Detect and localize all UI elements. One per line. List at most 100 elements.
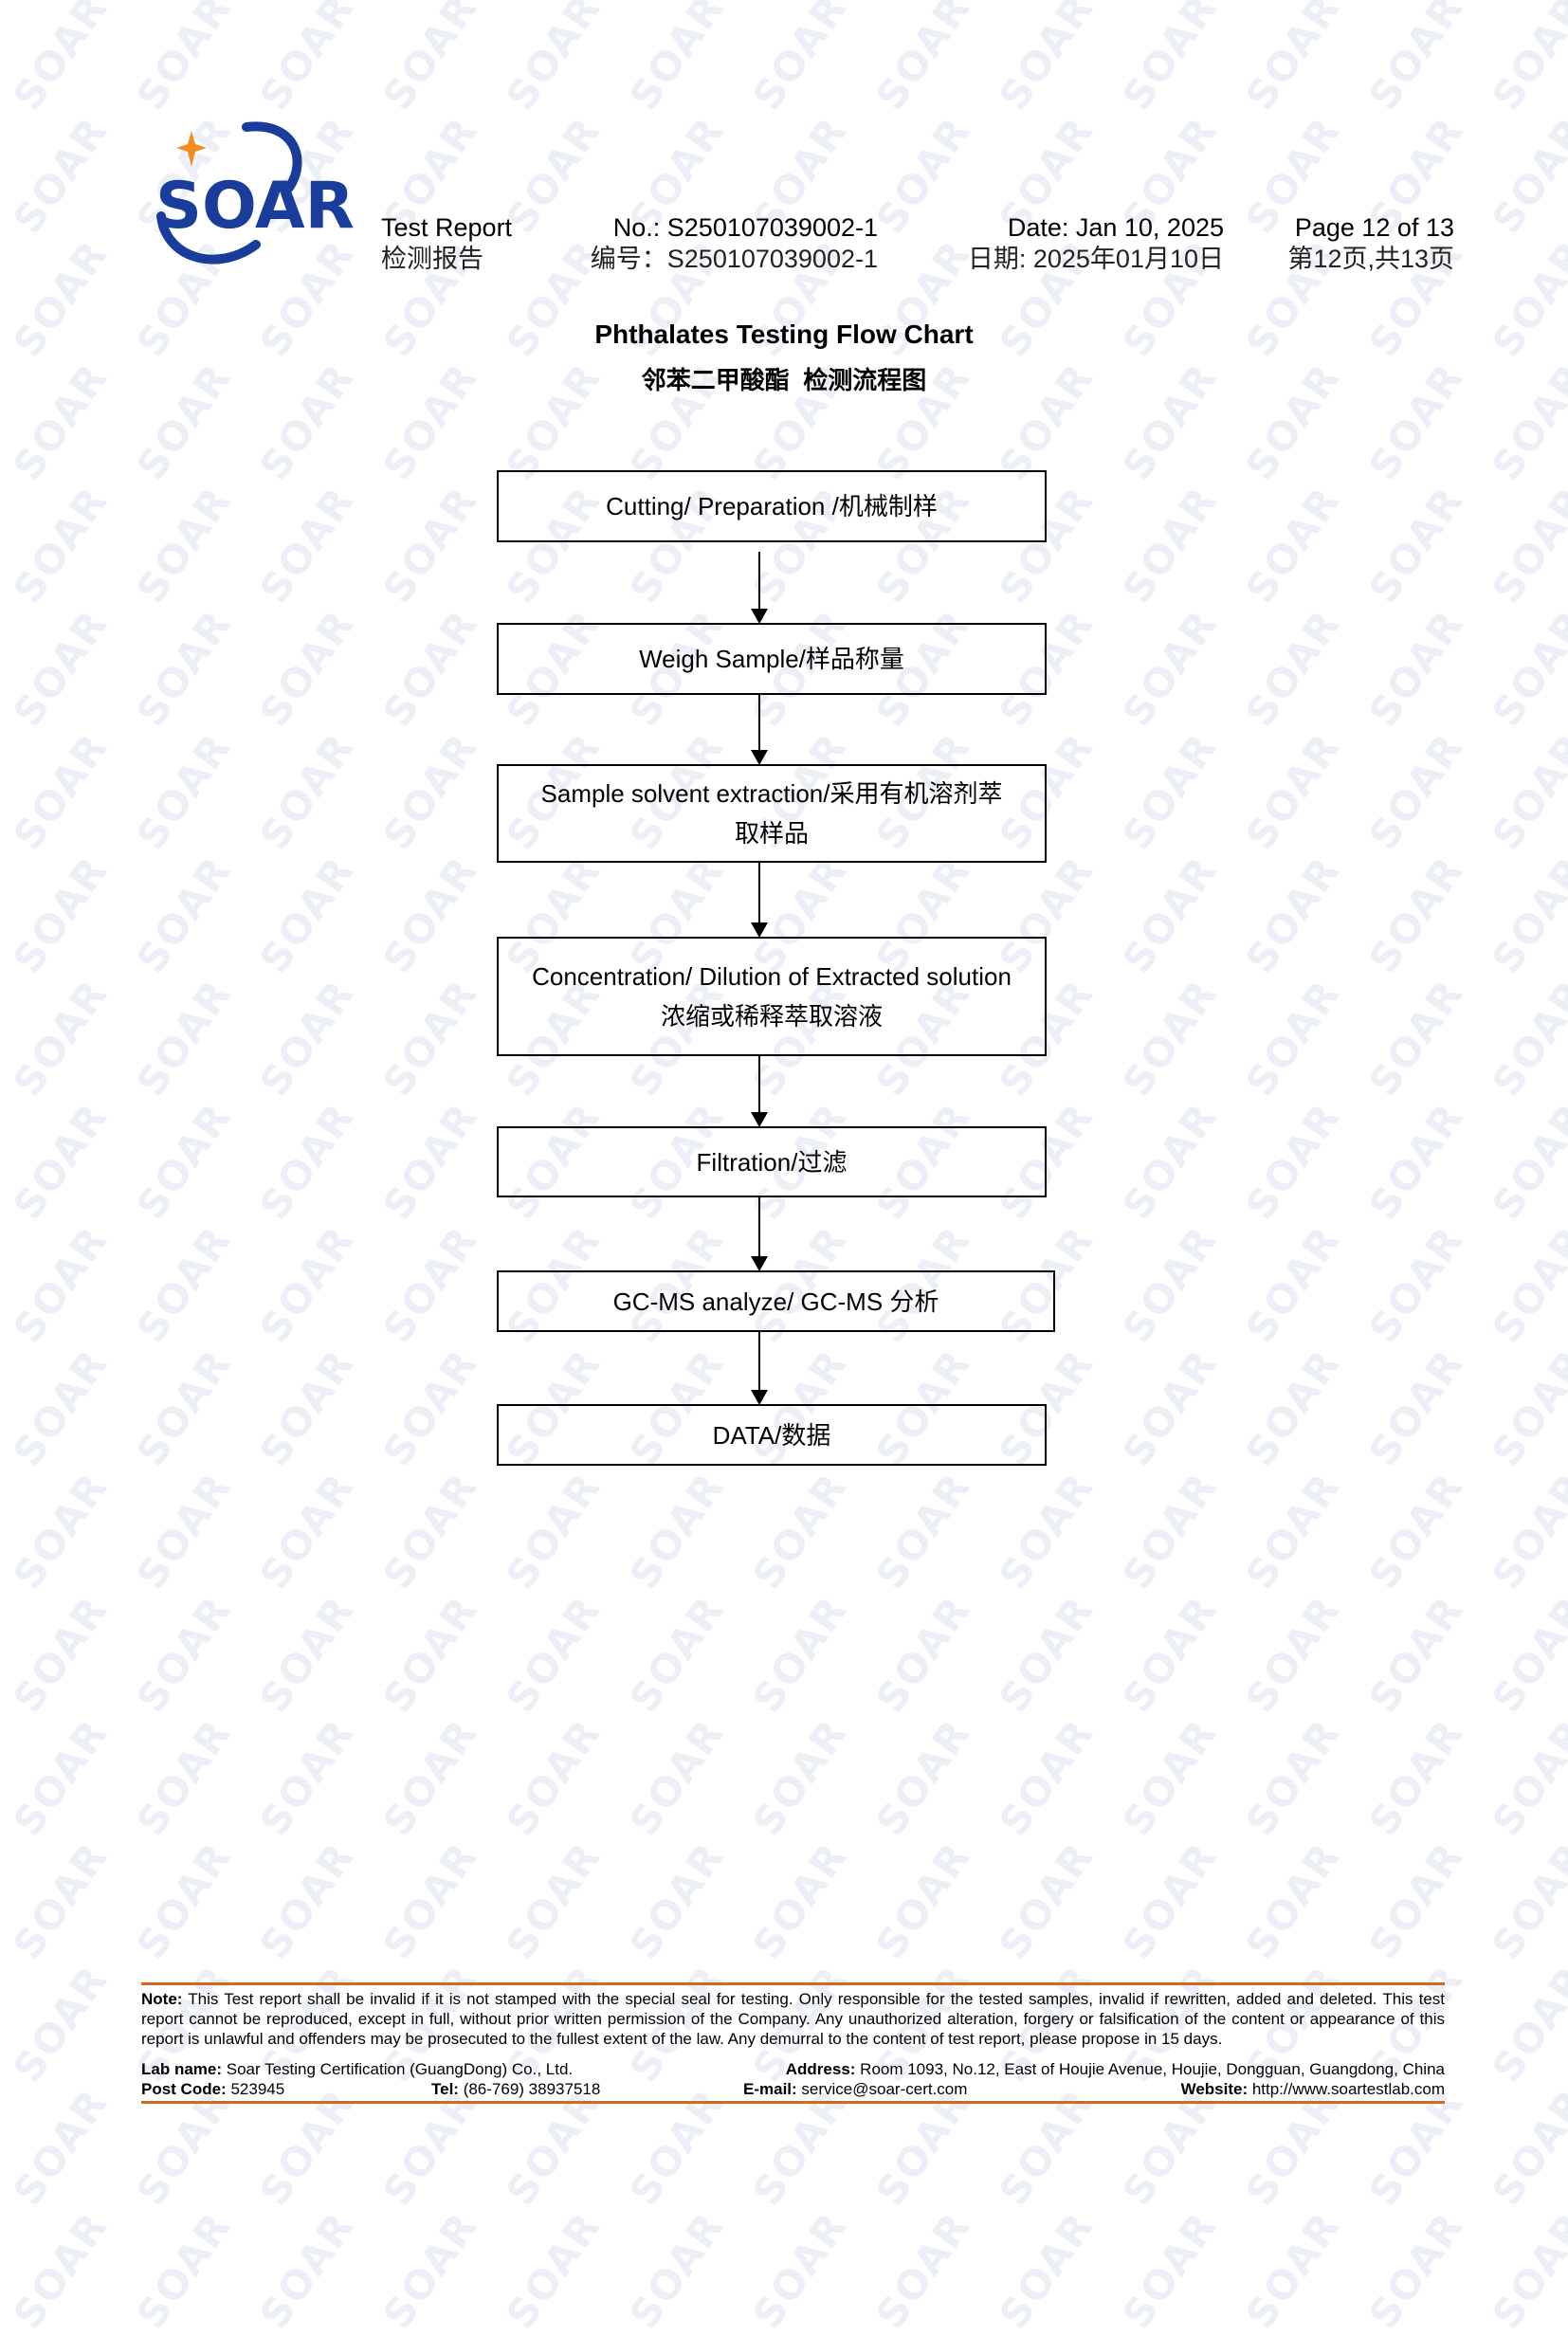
watermark-text: SOAR <box>1359 1217 1473 1351</box>
watermark-text: SOAR <box>127 1834 241 1967</box>
watermark-text: SOAR <box>990 0 1103 119</box>
watermark-text: SOAR <box>990 2203 1103 2337</box>
watermark-text: SOAR <box>866 1587 980 1721</box>
watermark-text: SOAR <box>4 1464 118 1598</box>
watermark-text: SOAR <box>620 1587 734 1721</box>
watermark-text: SOAR <box>127 1341 241 1474</box>
watermark-text: SOAR <box>127 1217 241 1351</box>
watermark-text: SOAR <box>1359 1710 1473 1844</box>
watermark-text: SOAR <box>374 971 487 1105</box>
watermark-text: SOAR <box>1113 0 1227 119</box>
report-date-en: Date: Jan 10, 2025 <box>1007 213 1224 242</box>
watermark-text: SOAR <box>127 971 241 1105</box>
footer-tel: Tel: (86-769) 38937518 <box>431 2080 601 2098</box>
watermark-text: SOAR <box>374 478 487 612</box>
page-number-en: Page 12 of 13 <box>1294 213 1454 242</box>
watermark-text: SOAR <box>374 601 487 735</box>
flow-step-label: DATA/数据 <box>712 1420 831 1450</box>
flow-arrow <box>751 1332 768 1405</box>
watermark-text: SOAR <box>1236 1710 1350 1844</box>
watermark-text: SOAR <box>374 1464 487 1598</box>
svg-text:SOAR: SOAR <box>155 169 355 244</box>
watermark-text: SOAR <box>1113 601 1227 735</box>
watermark-text: SOAR <box>250 1464 364 1598</box>
watermark-text: SOAR <box>4 0 118 119</box>
watermark-text: SOAR <box>1236 724 1350 858</box>
watermark-text: SOAR <box>4 724 118 858</box>
flow-step-label: Cutting/ Preparation /机械制样 <box>606 492 938 520</box>
watermark-text: SOAR <box>1113 1094 1227 1228</box>
watermark-text: SOAR <box>1236 601 1350 735</box>
watermark-text: SOAR <box>250 848 364 981</box>
flow-step-label: Filtration/过滤 <box>696 1147 848 1177</box>
watermark-text: SOAR <box>4 1587 118 1721</box>
watermark-text: SOAR <box>866 1464 980 1598</box>
watermark-text: SOAR <box>497 1587 611 1721</box>
footer-top-rule <box>141 1982 1445 1985</box>
watermark-text: SOAR <box>127 724 241 858</box>
report-title-cn: 检测报告 <box>381 245 483 273</box>
watermark-text: SOAR <box>374 1587 487 1721</box>
watermark-text: SOAR <box>497 0 611 119</box>
report-title-en: Test Report <box>381 213 513 242</box>
watermark-text: SOAR <box>1483 1094 1568 1228</box>
watermark-text: SOAR <box>1359 971 1473 1105</box>
watermark-text: SOAR <box>374 2203 487 2337</box>
report-number-cn: 编号：S250107039002-1 <box>590 245 878 273</box>
watermark-text: SOAR <box>1359 1094 1473 1228</box>
watermark-text: SOAR <box>4 848 118 981</box>
email-link[interactable]: service@soar-cert.com <box>796 2080 968 2098</box>
watermark-text: SOAR <box>1483 1957 1568 2091</box>
watermark-text: SOAR <box>127 1587 241 1721</box>
watermark-text: SOAR <box>1359 1341 1473 1474</box>
watermark-text: SOAR <box>497 1834 611 1967</box>
flow-step-label-cn: 浓缩或稀释萃取溶液 <box>660 1002 883 1031</box>
footer-bottom-rule <box>141 2101 1445 2104</box>
flow-step-weigh: Weigh Sample/样品称量 <box>497 623 1047 695</box>
watermark-text: SOAR <box>1113 478 1227 612</box>
page-title: Phthalates Testing Flow Chart <box>594 320 974 349</box>
watermark-text: SOAR <box>250 0 364 119</box>
watermark-text: SOAR <box>250 1710 364 1844</box>
flow-step-label-cn: 取样品 <box>734 819 809 848</box>
watermark-text: SOAR <box>4 478 118 612</box>
watermark-text: SOAR <box>1483 971 1568 1105</box>
watermark-text: SOAR <box>620 0 734 119</box>
report-number-en: No.: S250107039002-1 <box>612 213 878 242</box>
watermark-text: SOAR <box>374 724 487 858</box>
watermark-text: SOAR <box>1113 2203 1227 2337</box>
watermark-text: SOAR <box>1236 2203 1350 2337</box>
flow-step-label: Concentration/ Dilution of Extracted sol… <box>532 962 1012 991</box>
flow-step-gcms: GC-MS analyze/ GC-MS 分析 <box>497 1270 1055 1332</box>
watermark-text: SOAR <box>374 1217 487 1351</box>
watermark-text: SOAR <box>1236 1587 1350 1721</box>
watermark-text: SOAR <box>127 848 241 981</box>
watermark-text: SOAR <box>866 1834 980 1967</box>
flow-arrow <box>751 863 768 938</box>
watermark-text: SOAR <box>743 1587 857 1721</box>
watermark-text: SOAR <box>1483 1464 1568 1598</box>
watermark-text: SOAR <box>127 601 241 735</box>
footer-email: E-mail: service@soar-cert.com <box>743 2080 968 2098</box>
footer-website: Website: http://www.soartestlab.com <box>1180 2080 1445 2098</box>
watermark-text: SOAR <box>374 1094 487 1228</box>
watermark-text: SOAR <box>250 971 364 1105</box>
watermark-text: SOAR <box>620 1464 734 1598</box>
footer-lab-name: Lab name: Soar Testing Certification (Gu… <box>141 2060 574 2078</box>
watermark-text: SOAR <box>1113 1217 1227 1351</box>
watermark-text: SOAR <box>4 971 118 1105</box>
watermark-text: SOAR <box>4 1710 118 1844</box>
watermark-text: SOAR <box>4 1834 118 1967</box>
watermark-text: SOAR <box>4 1341 118 1474</box>
watermark-text: SOAR <box>1113 1464 1227 1598</box>
watermark-text: SOAR <box>1113 1834 1227 1967</box>
watermark-text: SOAR <box>743 1710 857 1844</box>
watermark-text: SOAR <box>620 1710 734 1844</box>
flow-step-label: Sample solvent extraction/采用有机溶剂萃 <box>540 779 1003 808</box>
watermark-text: SOAR <box>866 0 980 119</box>
flow-step-label: GC-MS analyze/ GC-MS 分析 <box>612 1287 939 1316</box>
watermark-text: SOAR <box>1359 1587 1473 1721</box>
website-link[interactable]: http://www.soartestlab.com <box>1248 2080 1445 2098</box>
watermark-text: SOAR <box>127 0 241 119</box>
watermark-text: SOAR <box>1359 1464 1473 1598</box>
